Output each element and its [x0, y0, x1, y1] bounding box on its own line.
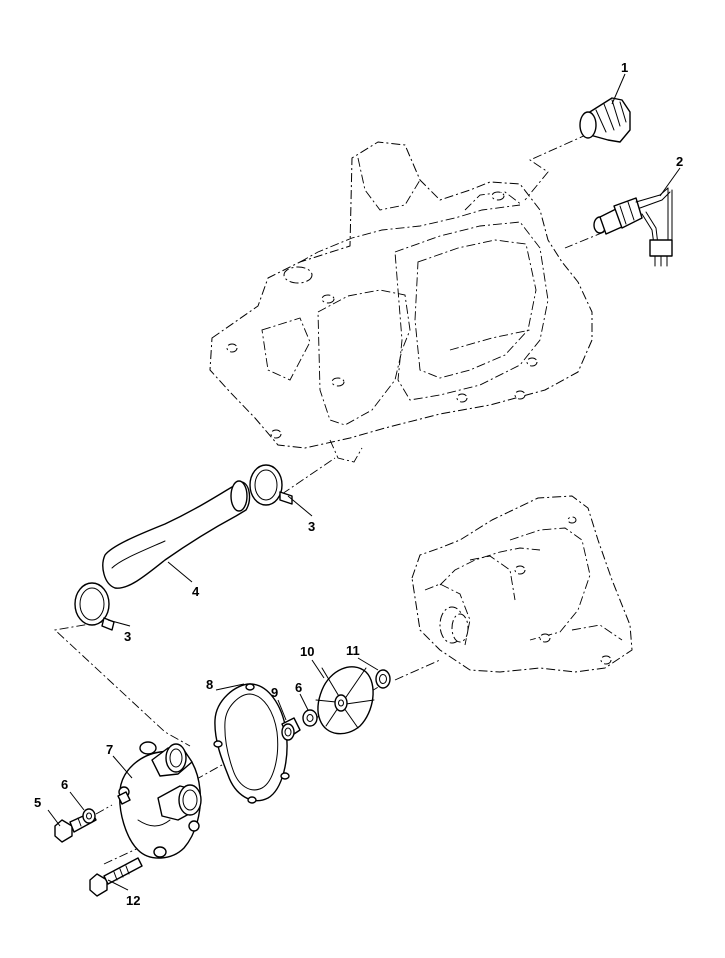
callout-4: 4 — [192, 584, 200, 599]
callout-9: 9 — [271, 685, 278, 700]
part-hose-clamp-upper — [249, 464, 293, 506]
part-washer-left — [82, 808, 96, 824]
callout-labels: 1 2 3 3 4 5 6 6 7 8 9 10 11 12 — [34, 60, 683, 908]
callout-5: 5 — [34, 795, 41, 810]
callout-2: 2 — [676, 154, 683, 169]
leader-lines — [47, 73, 681, 891]
part-gasket — [213, 683, 290, 804]
part-temperature-sensor — [593, 187, 673, 267]
part-dowel-pin — [117, 791, 131, 805]
callout-11: 11 — [346, 643, 360, 658]
callout-6-middle: 6 — [295, 680, 302, 695]
callout-8: 8 — [206, 677, 213, 692]
part-washer-middle — [302, 709, 318, 727]
callout-6-left: 6 — [61, 777, 68, 792]
part-thermostat-housing — [579, 97, 631, 143]
callout-10: 10 — [300, 644, 314, 659]
callout-3-upper: 3 — [308, 519, 315, 534]
callout-3-lower: 3 — [124, 629, 131, 644]
part-oil-seal — [375, 669, 391, 689]
callout-1: 1 — [621, 60, 628, 75]
part-mechanical-seal — [281, 717, 301, 741]
part-hose-clamp-lower — [74, 582, 115, 631]
callout-12: 12 — [126, 893, 140, 908]
part-impeller — [315, 666, 375, 735]
part-bolt-long — [89, 857, 143, 897]
part-water-pump-cover — [118, 741, 202, 859]
cylinder-head-phantom — [209, 141, 593, 463]
part-coolant-hose — [102, 480, 251, 589]
crankcase-phantom — [411, 495, 633, 673]
callout-7: 7 — [106, 742, 113, 757]
